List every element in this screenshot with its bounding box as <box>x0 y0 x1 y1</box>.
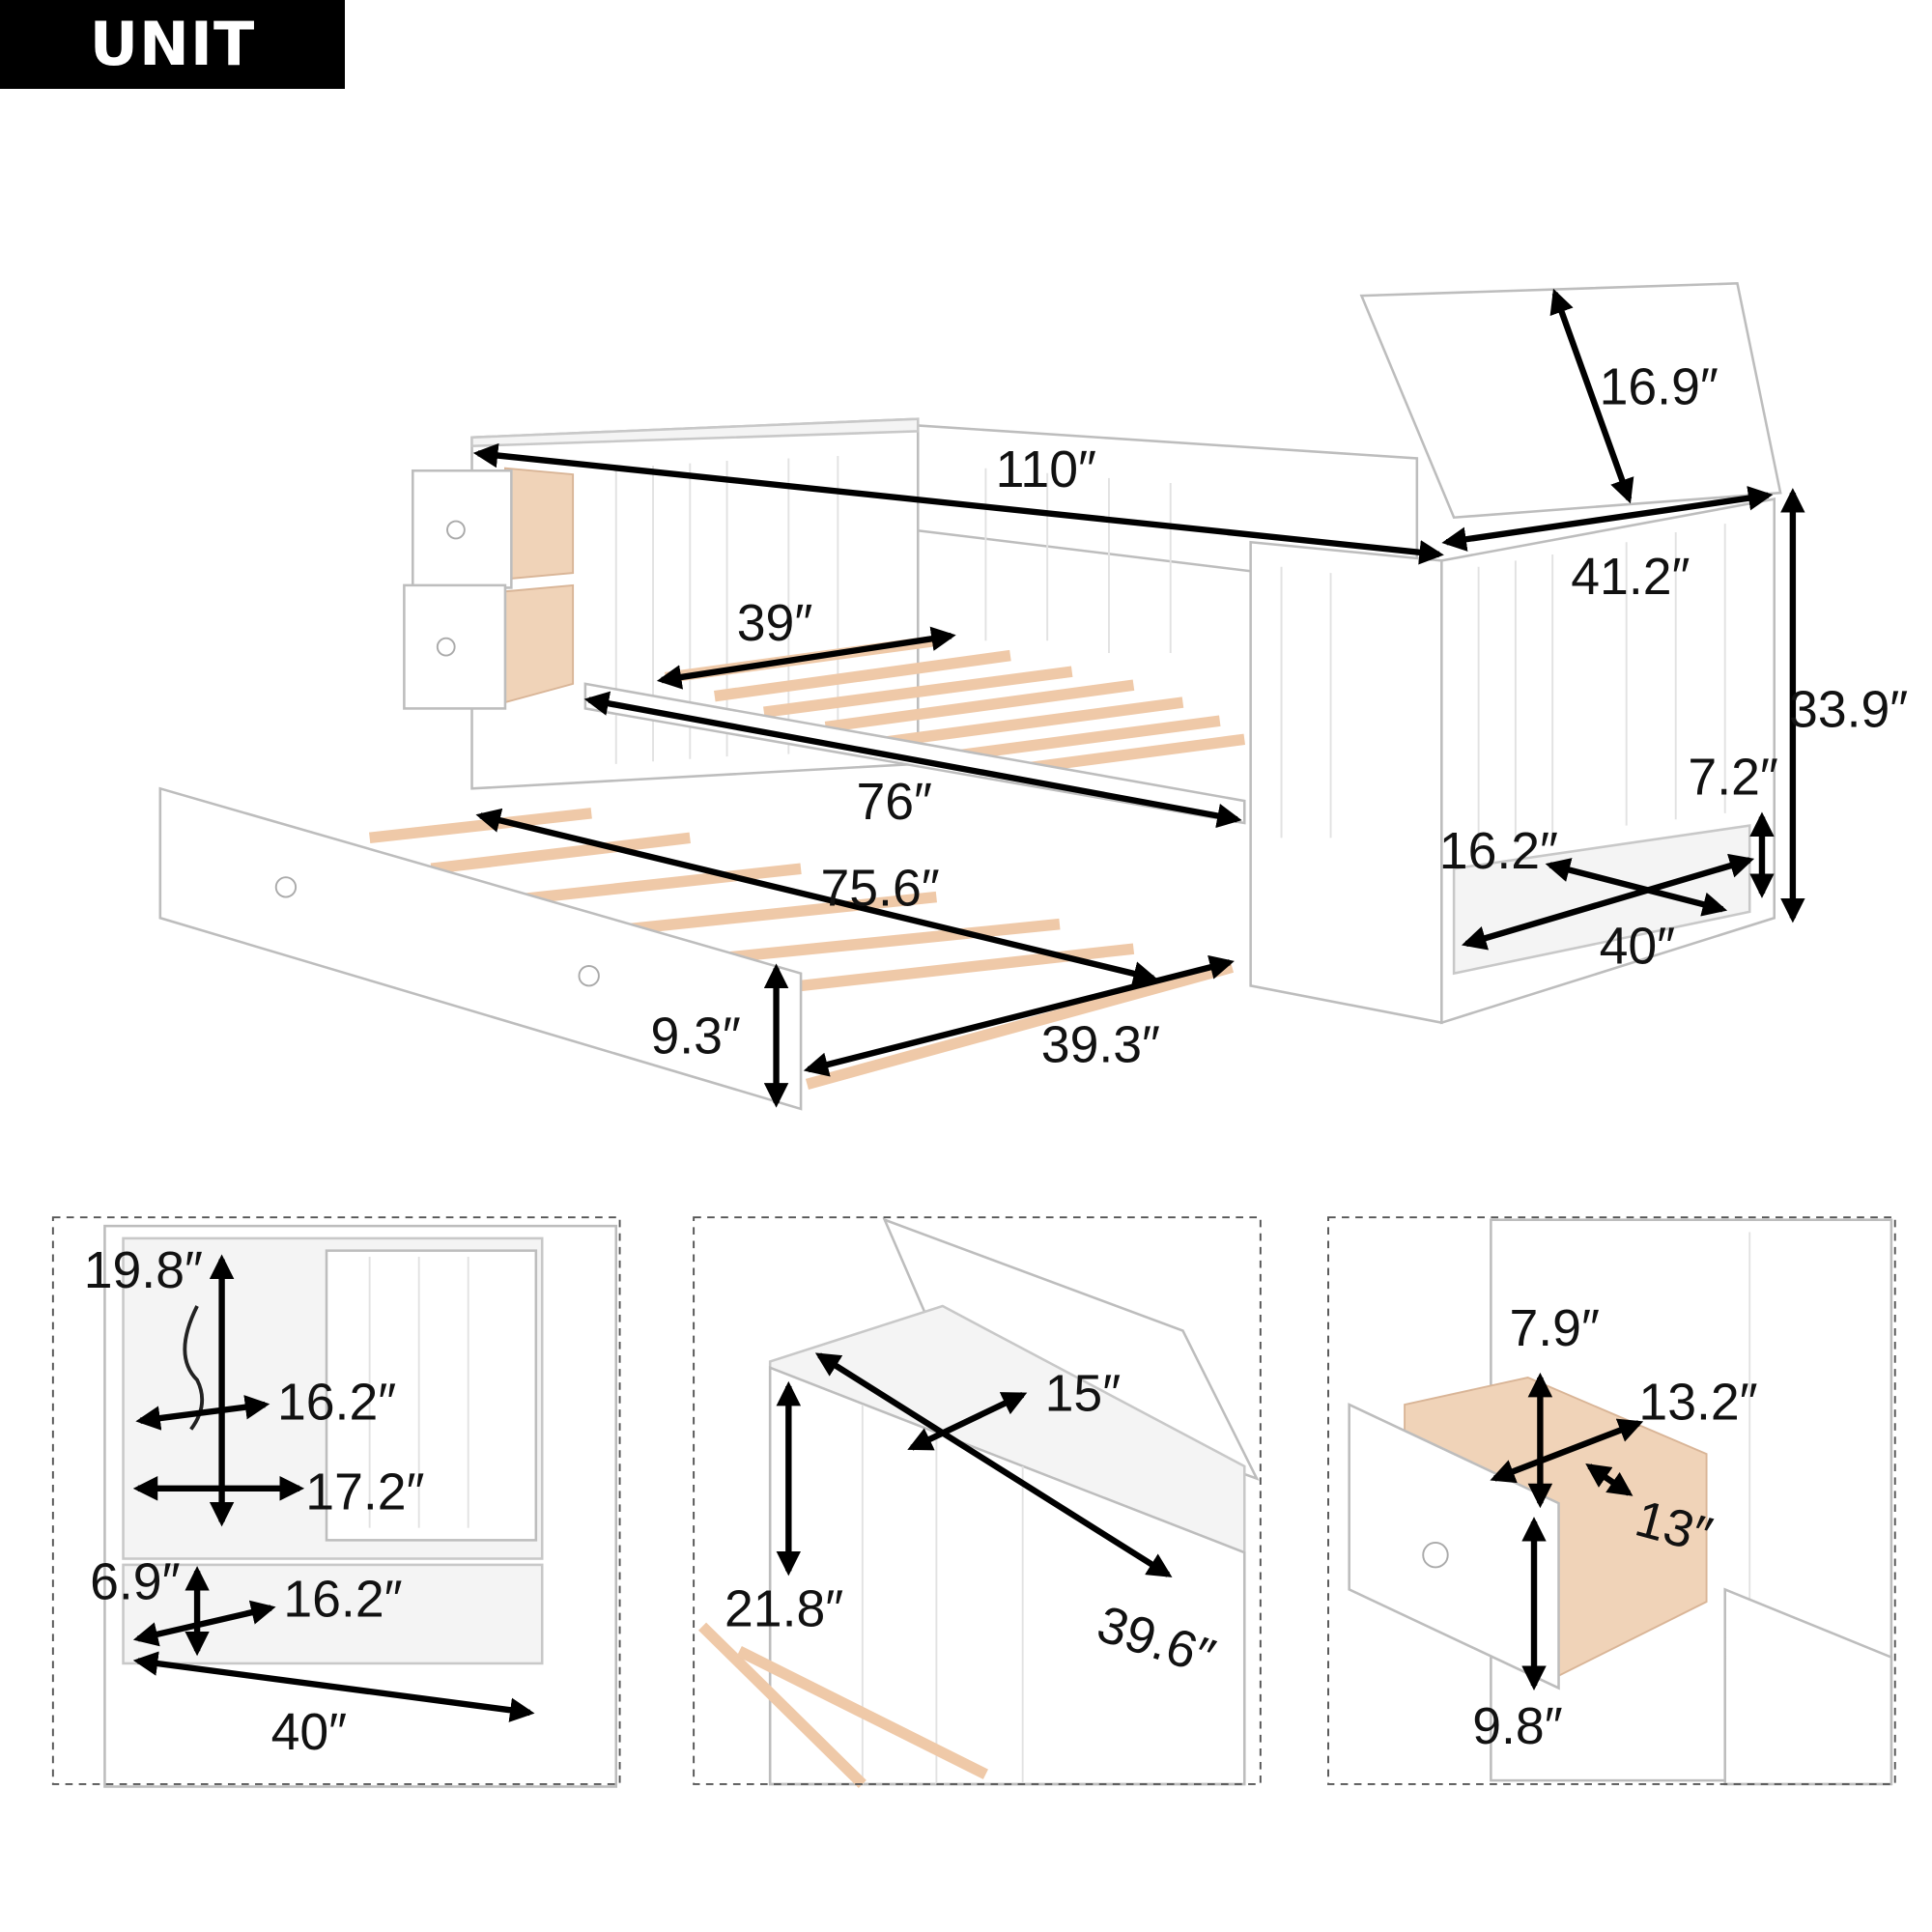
arrow-shelf-width <box>1461 853 1755 951</box>
label-trundle-height: 9.3″ <box>650 1009 740 1065</box>
arrow-bed-length <box>583 691 1242 829</box>
label-inset-middle-depth: 15″ <box>1045 1365 1122 1422</box>
inset-right: 7.9″ 13.2″ 13″ 9.8″ <box>1327 1216 1896 1786</box>
inset-middle: 15″ 21.8″ 39.6″ <box>693 1216 1262 1789</box>
arrow-lid-height <box>1549 288 1634 504</box>
label-lid-height: 16.9″ <box>1600 358 1719 415</box>
main-dimension-arrows <box>472 288 1805 1108</box>
label-inset-left-shelf-height: 6.9″ <box>90 1554 180 1611</box>
daybed-illustration <box>158 282 1782 1111</box>
label-inset-left-depth-upper: 16.2″ <box>277 1374 396 1431</box>
right-storage-side <box>1249 540 1443 1025</box>
unit-badge: UNIT INCH <box>0 0 345 168</box>
lower-drawer <box>403 583 507 710</box>
label-shelf-height: 7.2″ <box>1688 750 1777 807</box>
label-total-height: 33.9″ <box>1789 682 1908 739</box>
arrow-storage-width <box>1441 486 1774 552</box>
label-shelf-width: 40″ <box>1600 918 1676 975</box>
arrow-trundle-length <box>475 808 1158 986</box>
label-inset-right-drawer-width: 13.2″ <box>1638 1374 1757 1431</box>
label-inset-right-drawer-height: 7.9″ <box>1510 1300 1600 1357</box>
label-trundle-width: 39.3″ <box>1041 1016 1160 1073</box>
label-storage-width: 41.2″ <box>1571 549 1690 606</box>
label-inset-left-shelf-depth: 16.2″ <box>283 1571 402 1628</box>
label-inset-right-front-height: 9.8″ <box>1472 1698 1562 1755</box>
label-shelf-depth: 16.2″ <box>1439 823 1558 880</box>
label-inset-left-height: 19.8″ <box>84 1242 203 1299</box>
label-trundle-length: 75.6″ <box>820 861 939 918</box>
label-length: 110″ <box>996 441 1096 498</box>
main-dimension-labels: 110″ 16.9″ 41.2″ 33.9″ 39″ 76″ 7.2″ 16.2… <box>650 358 1908 1073</box>
drawer-front <box>1348 1403 1560 1690</box>
label-inset-left-depth-mid: 17.2″ <box>305 1464 424 1521</box>
label-bed-length: 76″ <box>856 774 932 831</box>
arrow-trundle-width <box>803 954 1235 1077</box>
label-inset-left-width: 40″ <box>271 1704 348 1761</box>
arrow-length <box>472 442 1444 565</box>
arrow-bed-width <box>656 626 956 690</box>
side-drawers <box>403 467 575 710</box>
label-inset-middle-height: 21.8″ <box>724 1581 843 1638</box>
label-bed-width: 39″ <box>737 595 813 652</box>
inset-left: 19.8″ 16.2″ 17.2″ 6.9″ 16.2″ 40″ <box>51 1216 621 1788</box>
